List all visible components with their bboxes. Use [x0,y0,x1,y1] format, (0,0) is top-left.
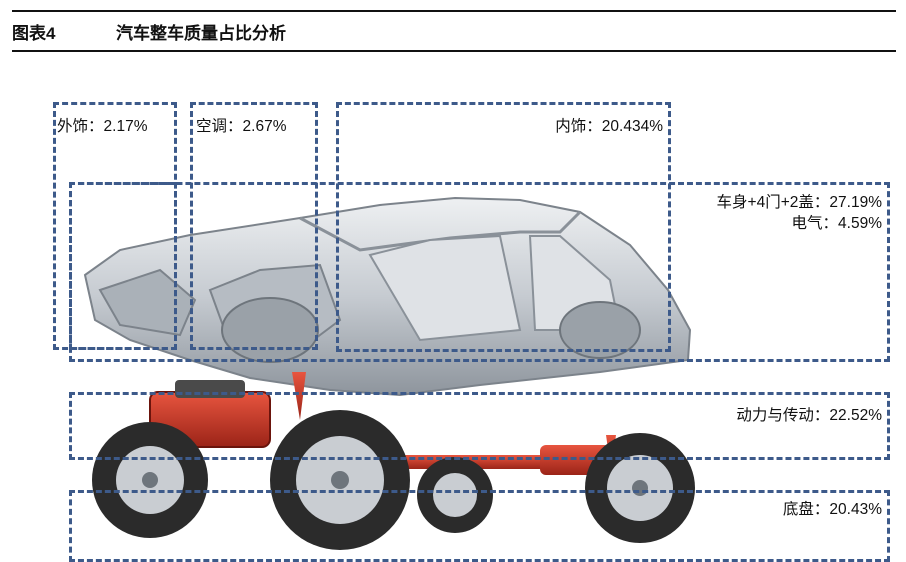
label-body-and-closures: 车身+4门+2盖：27.19% [716,194,882,211]
figure-title: 汽车整车质量占比分析 [116,23,286,43]
label-chassis: 底盘：20.43% [782,501,882,518]
label-air-conditioning: 空调：2.67% [196,118,287,135]
rear-left-wheel [417,457,493,533]
car-body-shell [83,196,692,397]
label-exterior-trim: 外饰：2.17% [57,118,148,135]
header-bottom-rule [12,50,896,52]
powertrain-box [69,392,890,460]
figure-number: 图表4 [12,23,56,43]
chassis-box [69,490,890,562]
label-powertrain: 动力与传动：22.52% [736,407,882,424]
air-conditioning-box [190,102,318,350]
label-interior-trim: 内饰：20.434% [555,118,663,135]
figure-header: 图表4 汽车整车质量占比分析 [12,16,896,46]
front-left-wheel [92,422,208,538]
label-electrical: 电气：4.59% [791,215,882,232]
rear-right-wheel [585,433,695,543]
interior-trim-box [336,102,671,352]
body-and-closures-box [69,182,890,362]
header-top-rule [12,10,896,12]
